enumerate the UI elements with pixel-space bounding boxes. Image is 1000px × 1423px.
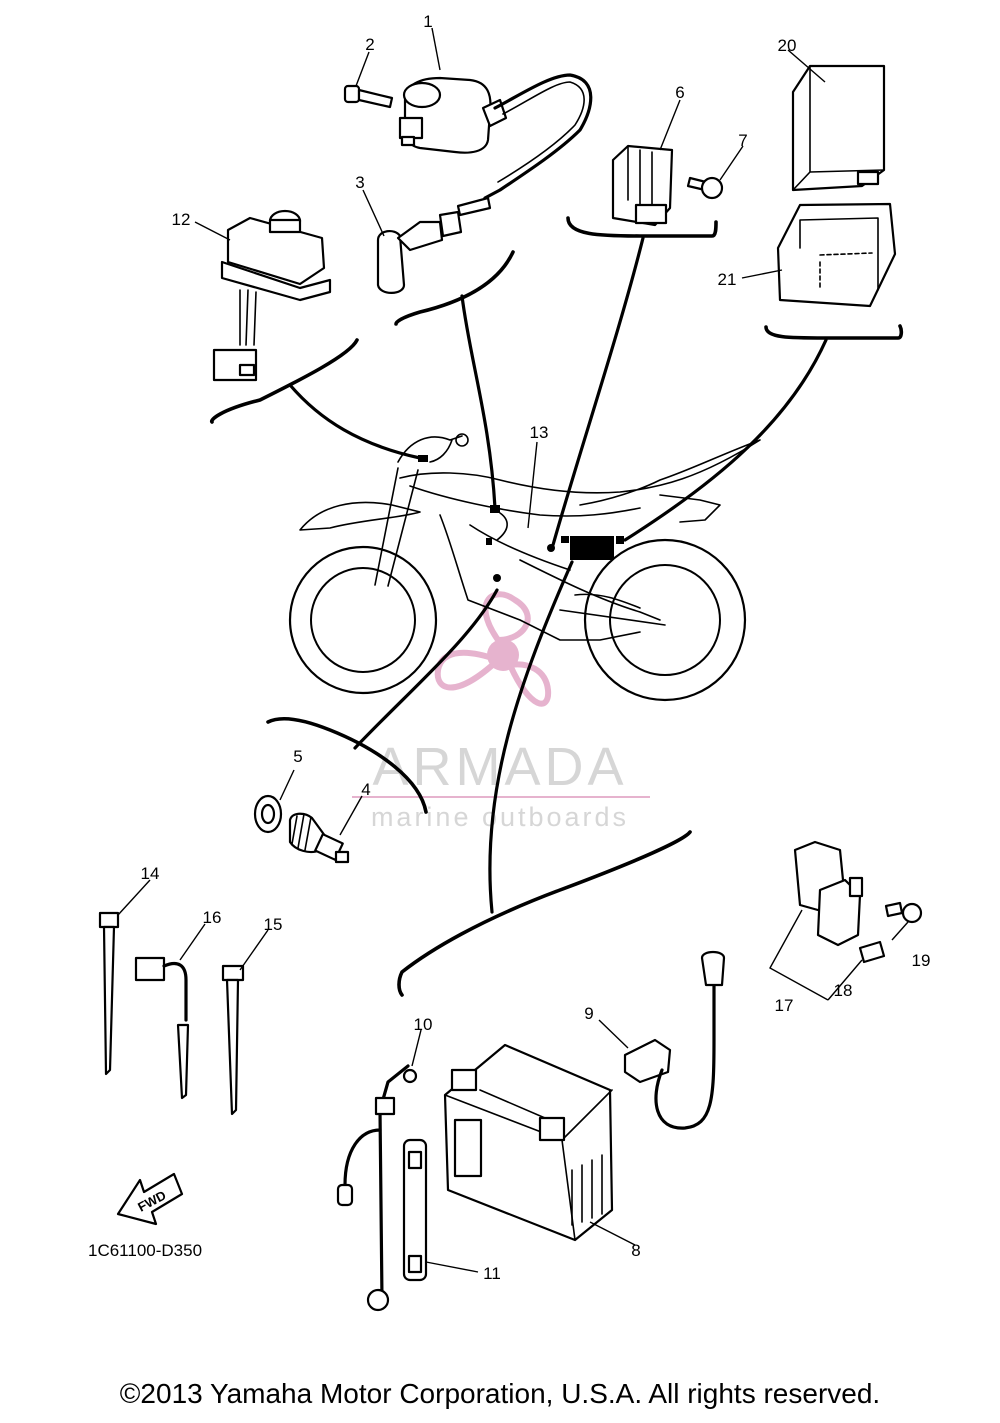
rear-wheel (583, 538, 747, 702)
routing-wires (288, 236, 828, 914)
callout-13: 13 (530, 423, 549, 442)
battery-cable (336, 1064, 418, 1312)
rear-rim (609, 564, 721, 676)
cdi-unit (791, 64, 886, 192)
callout-labels: 1 2 3 4 5 6 7 8 9 10 11 12 13 14 15 16 1… (141, 12, 931, 1283)
motorcycle-outline (288, 433, 761, 702)
callout-20: 20 (778, 36, 797, 55)
diagram-code: 1C61100-D350 (88, 1241, 202, 1260)
callout-15: 15 (264, 915, 283, 934)
coil-bolt (343, 84, 394, 109)
cable-tie-short (221, 964, 245, 1116)
callout-18: 18 (834, 981, 853, 1000)
armada-propeller-logo (434, 591, 552, 707)
front-wheel (288, 545, 438, 695)
callout-4: 4 (361, 780, 370, 799)
callout-1: 1 (423, 12, 432, 31)
neutral-switch (288, 812, 350, 864)
callout-21: 21 (718, 270, 737, 289)
callout-16: 16 (203, 908, 222, 927)
battery-terminal-cover (623, 950, 726, 1130)
callout-10: 10 (414, 1015, 433, 1034)
front-rim (310, 567, 416, 673)
callout-7: 7 (738, 131, 747, 150)
copyright-notice: ©2013 Yamaha Motor Corporation, U.S.A. A… (119, 1378, 881, 1409)
sub-lead (134, 956, 190, 1100)
main-switch (212, 209, 332, 382)
callout-2: 2 (365, 35, 374, 54)
gasket (253, 794, 283, 834)
starter-relay-assy (769, 840, 923, 1001)
cable-tie-long (98, 911, 120, 1076)
group-brackets (210, 216, 904, 997)
fwd-arrow: FWD (116, 1172, 184, 1226)
callout-14: 14 (141, 864, 160, 883)
callout-8: 8 (631, 1241, 640, 1260)
cdi-rubber-cover (776, 202, 897, 308)
callout-3: 3 (355, 173, 364, 192)
callout-leaders (117, 27, 909, 1273)
watermark-tagline: marine outboards (371, 802, 629, 832)
rectifier-regulator (611, 144, 674, 227)
callout-6: 6 (675, 83, 684, 102)
spark-plug-cap (376, 196, 492, 294)
callout-11: 11 (483, 1264, 501, 1283)
rectifier-bolt (686, 176, 724, 200)
battery-band (402, 1138, 428, 1282)
battery (443, 1043, 614, 1242)
callout-19: 19 (912, 951, 931, 970)
callout-12: 12 (172, 210, 191, 229)
callout-17: 17 (775, 996, 794, 1015)
callout-5: 5 (293, 747, 302, 766)
ignition-coil (398, 73, 593, 200)
armada-watermark: ARMADA marine outboards (352, 591, 650, 832)
callout-9: 9 (584, 1004, 593, 1023)
